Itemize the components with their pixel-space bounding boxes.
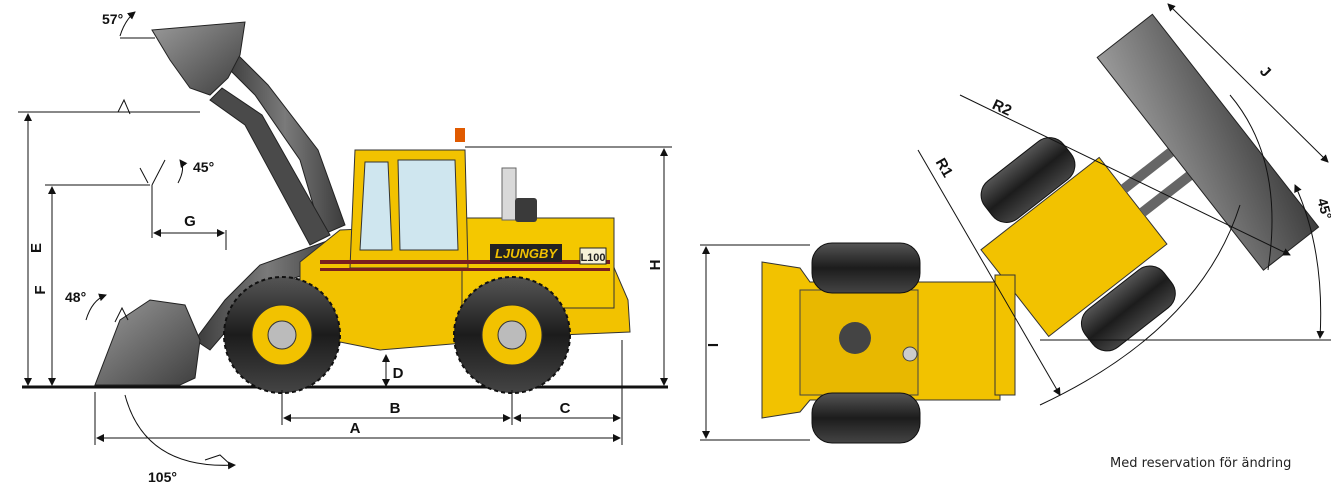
- angle-45-side-label: 45°: [193, 159, 214, 175]
- dim-H-label: H: [647, 260, 664, 271]
- rear-wheel: [453, 276, 571, 394]
- angle-105-label: 105°: [148, 469, 177, 485]
- dim-G-label: G: [184, 213, 196, 230]
- dim-R2-label: R2: [990, 96, 1015, 120]
- model-label: L100: [580, 252, 605, 264]
- dim-C-label: C: [560, 400, 571, 417]
- dim-E-label: E: [28, 243, 45, 253]
- front-wheel: [223, 276, 341, 394]
- dim-F-label: F: [32, 285, 49, 294]
- side-view: LJUNGBY L100 E F G H D: [18, 11, 672, 485]
- raised-bucket: [151, 21, 246, 96]
- angle-57-label: 57°: [102, 11, 123, 27]
- dim-A-label: A: [350, 420, 361, 437]
- angle-48-label: 48°: [65, 289, 86, 305]
- ground-bucket: [94, 299, 201, 386]
- dim-J-label: J: [1256, 63, 1274, 81]
- top-view: I J R1 R2 45°: [700, 3, 1331, 444]
- dim-D-label: D: [393, 365, 404, 382]
- dim-I-label: I: [705, 343, 722, 347]
- footer-note: Med reservation för ändring: [1110, 456, 1292, 471]
- angle-45-top-label: 45°: [1314, 196, 1331, 221]
- dim-B-label: B: [390, 400, 401, 417]
- raised-boom: [224, 54, 346, 236]
- brand-label: LJUNGBY: [495, 246, 558, 261]
- dim-R1-label: R1: [932, 155, 956, 180]
